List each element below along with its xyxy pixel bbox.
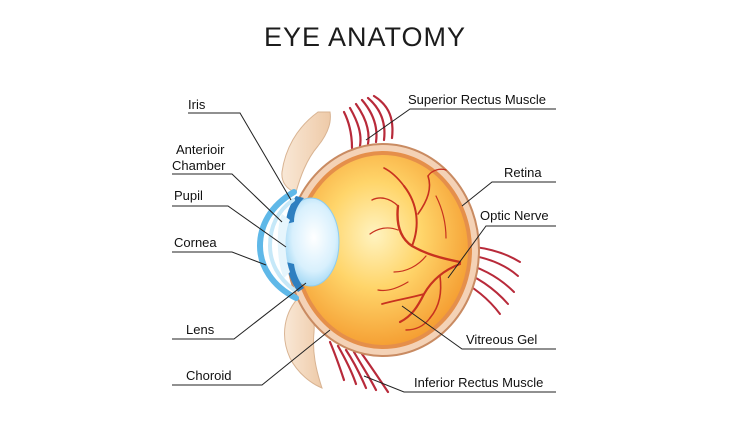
leader-optic-nerve bbox=[447, 225, 556, 279]
leader-inferior-rectus bbox=[363, 375, 556, 393]
cornea-inner bbox=[267, 198, 296, 292]
label-optic-nerve: Optic Nerve bbox=[480, 208, 549, 223]
label-lens: Lens bbox=[186, 322, 215, 337]
leader-superior-rectus bbox=[365, 108, 556, 141]
label-superior-rectus-muscle: Superior Rectus Muscle bbox=[408, 92, 546, 107]
iris-shape bbox=[286, 196, 304, 224]
label-anterior-chamber-line1: Anterioir bbox=[176, 142, 225, 157]
leader-choroid bbox=[172, 329, 331, 386]
label-vitreous-gel: Vitreous Gel bbox=[466, 332, 538, 347]
retina-vessels bbox=[369, 167, 462, 331]
leader-cornea bbox=[172, 251, 267, 266]
leader-retina bbox=[461, 181, 556, 207]
label-retina: Retina bbox=[504, 165, 542, 180]
leader-lines bbox=[172, 108, 556, 393]
inferior-rectus-muscle bbox=[328, 340, 390, 394]
leader-iris bbox=[188, 112, 292, 201]
iris-lower-shape bbox=[286, 262, 304, 292]
label-cornea: Cornea bbox=[174, 235, 217, 250]
leader-anterior-chamber bbox=[172, 173, 283, 223]
superior-rectus-muscle bbox=[342, 94, 394, 150]
leader-vitreous-gel bbox=[401, 305, 556, 350]
leader-pupil bbox=[172, 205, 287, 248]
label-pupil: Pupil bbox=[174, 188, 203, 203]
label-anterior-chamber-line2: Chamber bbox=[172, 158, 226, 173]
label-iris: Iris bbox=[188, 97, 206, 112]
cornea-shape bbox=[256, 189, 299, 301]
label-inferior-rectus-muscle: Inferior Rectus Muscle bbox=[414, 375, 544, 390]
leader-lens bbox=[172, 282, 307, 340]
diagram-title: EYE ANATOMY bbox=[263, 22, 467, 52]
label-choroid: Choroid bbox=[186, 368, 232, 383]
